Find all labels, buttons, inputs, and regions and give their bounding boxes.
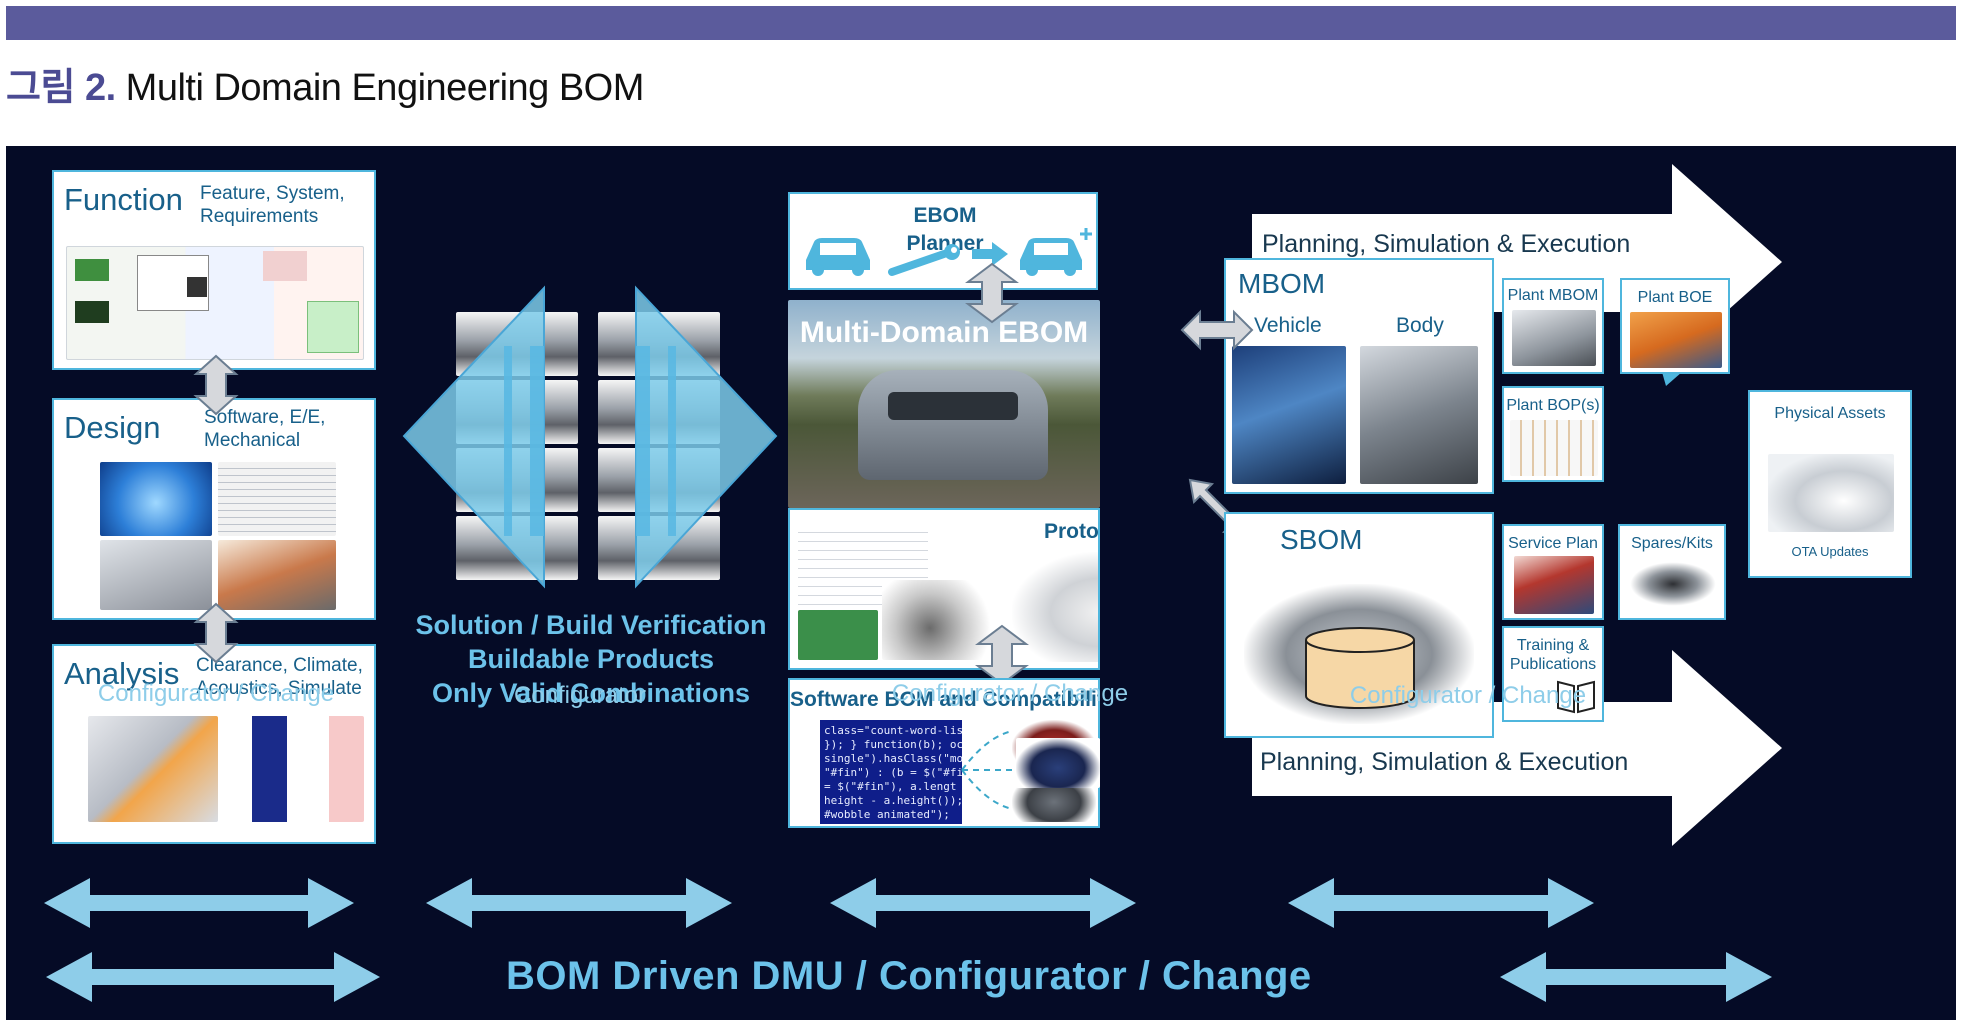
plant-bop-image xyxy=(1510,420,1598,476)
car-icon xyxy=(806,238,870,276)
multi-domain-ebom-title: Multi-Domain EBOM xyxy=(799,316,1089,349)
body-frame-image xyxy=(100,540,212,610)
verification-left-arrow xyxy=(402,285,545,589)
design-title: Design xyxy=(64,410,161,445)
headlamp-image xyxy=(1630,562,1716,606)
body-assembly-image xyxy=(1360,346,1478,484)
configurator-arrow-4 xyxy=(1288,878,1594,928)
plant-mbom-card: Plant MBOM xyxy=(1502,278,1604,374)
planning-bottom-label: Planning, Simulation & Execution xyxy=(1260,748,1629,776)
verification-line-3: Only Valid Combinations xyxy=(431,678,751,708)
design-analysis-link-arrow xyxy=(193,602,239,664)
navy-suv-image xyxy=(1016,738,1100,788)
service-plan-card: Service Plan xyxy=(1502,524,1604,620)
prototype-label: Prototype xyxy=(1044,520,1099,543)
multi-domain-ebom-photo xyxy=(788,300,1100,508)
configurator-arrow-1 xyxy=(44,878,354,928)
mbom-title: MBOM xyxy=(1238,268,1326,299)
top-color-bar xyxy=(6,6,1956,40)
figure-caption: 그림 2.Multi Domain Engineering BOM xyxy=(6,56,644,111)
sbom-title: SBOM xyxy=(1280,524,1363,555)
plant-boe-card: Plant BOE xyxy=(1620,278,1730,374)
design-subtitle: Software, E/E, Mechanical xyxy=(204,407,326,451)
database-icon xyxy=(1305,627,1415,709)
circuit-board-image xyxy=(798,610,878,660)
prototype-card: Prototype xyxy=(788,508,1100,670)
connected-car-image xyxy=(1768,454,1894,532)
physical-assets-label: Physical Assets xyxy=(1774,405,1886,422)
book-icon xyxy=(1557,680,1595,714)
configurator-change-label-1: Configurator / Change xyxy=(97,680,335,707)
acoustic-simulation-image xyxy=(224,716,364,822)
plant-mbom-label: Plant MBOM xyxy=(1507,287,1599,304)
mbom-vehicle-label: Vehicle xyxy=(1254,314,1322,337)
configurator-label-2: Configurator xyxy=(513,682,647,709)
service-technician-image xyxy=(1514,556,1594,614)
function-subtitle: Feature, System, Requirements xyxy=(200,183,345,227)
design-card: Design Software, E/E, Mechanical xyxy=(52,398,376,620)
analysis-title: Analysis xyxy=(64,656,180,691)
electric-car-icon xyxy=(1020,228,1092,276)
vehicle-assembly-image xyxy=(1232,346,1346,484)
analysis-card: Analysis Clearance, Climate, Acoustics, … xyxy=(52,644,376,844)
service-plan-label: Service Plan xyxy=(1508,535,1598,552)
wrench-icon xyxy=(888,244,960,276)
banner-right-arrow xyxy=(1500,952,1772,1002)
physical-assets-card: Physical Assets OTA Updates xyxy=(1748,390,1912,578)
figure-number: 그림 2. xyxy=(6,67,116,109)
plant-boe-label: Plant BOE xyxy=(1637,289,1713,306)
figure-title: Multi Domain Engineering BOM xyxy=(125,67,645,109)
configurator-arrow-2 xyxy=(426,878,732,928)
spares-kits-card: Spares/Kits xyxy=(1618,524,1726,620)
planner-ebom-link-arrow xyxy=(965,262,1019,324)
prototype-parts-image xyxy=(882,580,1002,660)
software-bom-label: Software BOM and Compatibility xyxy=(790,688,1100,711)
diagram-canvas: Function Feature, System, Requirements D… xyxy=(6,146,1956,1020)
configurator-change-label-4: Configurator / Change xyxy=(1349,682,1587,709)
planning-top-label: Planning, Simulation & Execution xyxy=(1262,230,1631,258)
function-title: Function xyxy=(64,182,183,217)
software-code-image xyxy=(218,462,336,536)
configurator-change-label-3: Configurator / Change xyxy=(891,680,1129,707)
vehicle-cutaway-image xyxy=(88,716,218,822)
planning-bottom-arrow xyxy=(1252,650,1782,846)
training-label: Training & Publications xyxy=(1509,637,1597,673)
verification-line-2: Buildable Products xyxy=(467,644,715,674)
bom-driven-dmu-banner: BOM Driven DMU / Configurator / Change xyxy=(506,954,1312,998)
ev-chassis-render-image xyxy=(100,462,212,536)
verification-line-1: Solution / Build Verification xyxy=(415,610,767,640)
mechanical-assembly-image xyxy=(218,540,336,610)
ebom-mbom-link-arrow xyxy=(1180,309,1254,351)
ebom-prototype-link-arrow xyxy=(975,624,1029,686)
software-code-snippet: class="count-word-list }); } function(b)… xyxy=(820,720,962,824)
plant-mbom-image xyxy=(1512,310,1596,366)
training-card: Training & Publications xyxy=(1502,626,1604,722)
plant-bop-card: Plant BOP(s) xyxy=(1502,386,1604,482)
function-system-diagram-image xyxy=(66,246,364,360)
sbom-card: SBOM xyxy=(1224,512,1494,738)
banner-left-arrow xyxy=(46,952,380,1002)
arrow-right-icon xyxy=(972,242,1008,266)
verification-right-arrow xyxy=(635,285,778,589)
ebom-planner-label: EBOM Planner xyxy=(906,204,984,255)
ota-updates-label: OTA Updates xyxy=(1791,544,1869,559)
mbom-card: MBOM Vehicle Body xyxy=(1224,258,1494,494)
verification-text: Solution / Build Verification Buildable … xyxy=(392,608,790,710)
plant-bop-label: Plant BOP(s) xyxy=(1506,397,1600,414)
configurator-arrow-3 xyxy=(830,878,1136,928)
mbom-body-label: Body xyxy=(1396,314,1444,337)
function-design-link-arrow xyxy=(193,354,239,416)
spares-kits-label: Spares/Kits xyxy=(1631,535,1713,552)
ebom-planner-card: EBOM Planner xyxy=(788,192,1098,290)
plant-boe-pointer xyxy=(1662,372,1682,386)
function-card: Function Feature, System, Requirements xyxy=(52,170,376,370)
plant-robots-image xyxy=(1630,312,1722,368)
